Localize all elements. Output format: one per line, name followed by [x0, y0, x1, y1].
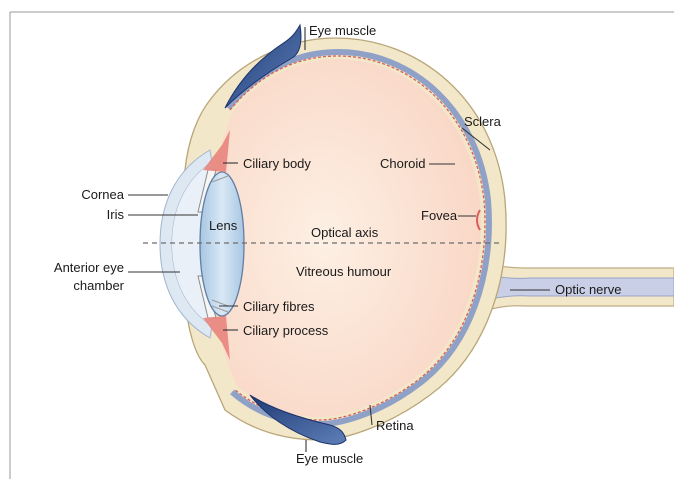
label-sclera: Sclera — [464, 114, 502, 129]
lens — [200, 172, 244, 316]
label-optic-nerve: Optic nerve — [555, 282, 621, 297]
label-ciliary-fibres: Ciliary fibres — [243, 299, 315, 314]
label-ciliary-process: Ciliary process — [243, 323, 329, 338]
label-choroid: Choroid — [380, 156, 426, 171]
label-fovea: Fovea — [421, 208, 458, 223]
label-vitreous-humour: Vitreous humour — [296, 264, 392, 279]
label-eye-muscle-top: Eye muscle — [309, 23, 376, 38]
label-iris: Iris — [107, 207, 125, 222]
label-anterior-eye: Anterior eye — [54, 260, 124, 275]
label-anterior-chamber: chamber — [73, 278, 124, 293]
label-cornea: Cornea — [81, 187, 124, 202]
label-lens: Lens — [209, 218, 238, 233]
label-eye-muscle-bottom: Eye muscle — [296, 451, 363, 466]
label-optical-axis: Optical axis — [311, 225, 379, 240]
label-ciliary-body: Ciliary body — [243, 156, 311, 171]
label-retina: Retina — [376, 418, 414, 433]
